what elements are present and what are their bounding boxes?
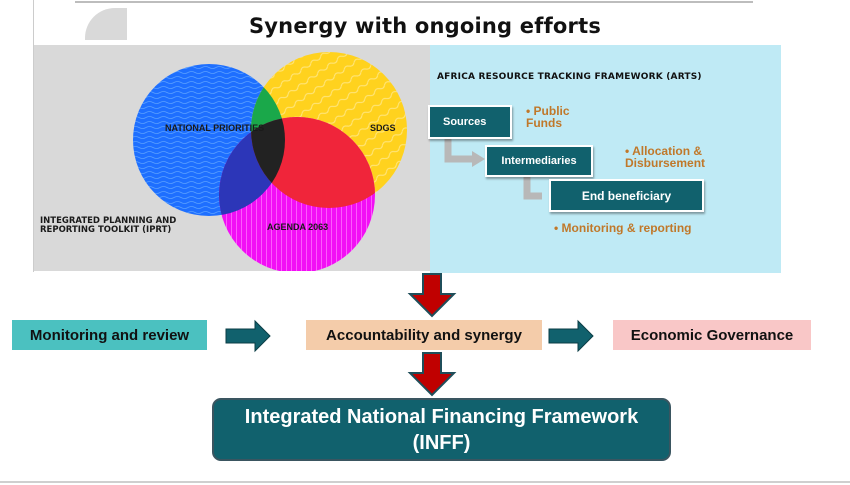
bullet-monitoring: • Monitoring & reporting [554, 221, 692, 235]
top-divider [75, 1, 753, 3]
iprt-label: INTEGRATED PLANNING AND REPORTING TOOLKI… [40, 216, 177, 235]
arts-box-end-beneficiary: End beneficiary [549, 179, 704, 212]
connector-arrow-2 [523, 177, 542, 200]
venn-label-national: NATIONAL PRIORITIES [165, 123, 264, 133]
bullet-public-funds: • Public Funds [526, 104, 570, 130]
inff-line2: (INFF) [412, 431, 471, 454]
arts-box-sources: Sources [428, 105, 512, 139]
venn-label-agenda: AGENDA 2063 [267, 222, 328, 232]
bullet-allocation: • Allocation & Disbursement [625, 144, 706, 170]
arts-box-intermediaries: Intermediaries [485, 145, 593, 177]
connector-arrow-1 [444, 139, 474, 163]
down-arrow-top [407, 273, 457, 318]
inff-box: Integrated National Financing Framework … [212, 398, 671, 461]
venn-diagram: NATIONAL PRIORITIES SDGS AGENDA 2063 [133, 52, 407, 271]
inff-line1: Integrated National Financing Framework [244, 405, 639, 428]
right-arrow-right [548, 319, 594, 353]
arts-connectors [444, 139, 542, 200]
slide-title: Synergy with ongoing efforts [248, 14, 602, 38]
right-arrow-left [225, 319, 271, 353]
bottom-divider [0, 481, 850, 483]
venn-panel: NATIONAL PRIORITIES SDGS AGENDA 2063 INT… [34, 45, 430, 271]
accountability-synergy-box: Accountability and synergy [306, 320, 542, 350]
arts-title: AFRICA RESOURCE TRACKING FRAMEWORK (ARTS… [437, 72, 702, 82]
economic-governance-box: Economic Governance [613, 320, 811, 350]
left-divider [33, 0, 34, 272]
connector-arrowhead-1 [472, 151, 485, 167]
monitoring-review-box: Monitoring and review [12, 320, 207, 350]
down-arrow-bottom [407, 352, 457, 397]
venn-label-sdgs: SDGS [370, 123, 396, 133]
arts-panel: AFRICA RESOURCE TRACKING FRAMEWORK (ARTS… [428, 45, 781, 273]
